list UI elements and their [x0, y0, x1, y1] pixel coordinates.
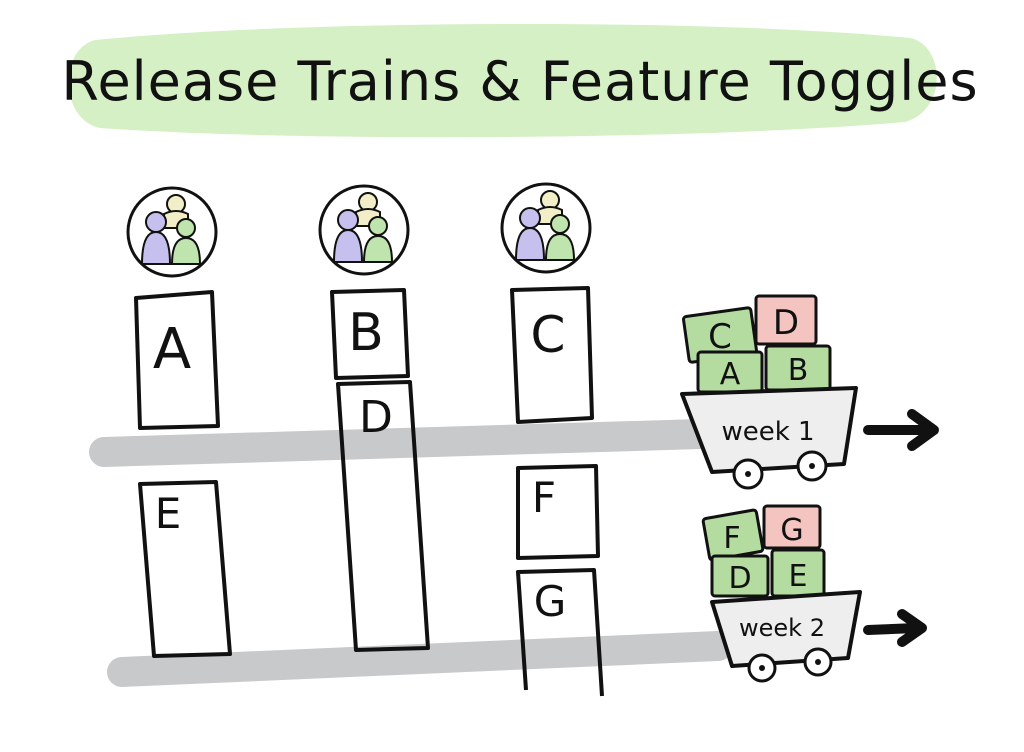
crate-b: B [766, 346, 830, 390]
train-week-1: C D A B week 1 [682, 296, 934, 488]
feature-a: A [136, 292, 218, 428]
wagon-week-1-label: week 1 [721, 417, 814, 447]
arrow-right-icon [868, 414, 934, 446]
feature-d: D [338, 382, 428, 650]
crate-f: F [703, 510, 763, 561]
train-week-2: F G D E week 2 [703, 506, 922, 681]
team-1-icon [128, 188, 216, 276]
crate-e-label: E [789, 559, 808, 594]
crate-a-label: A [720, 357, 741, 392]
feature-b: B [332, 290, 408, 378]
crate-e: E [772, 550, 824, 596]
team-icons [128, 184, 590, 276]
feature-e: E [140, 482, 230, 656]
team-3-icon [502, 184, 590, 272]
crate-a: A [698, 352, 762, 392]
page-title: Release Trains & Feature Toggles [61, 50, 978, 113]
crate-d-week2: D [712, 556, 768, 596]
feature-f: F [518, 466, 598, 558]
feature-g-label: G [534, 577, 567, 626]
feature-c-label: C [531, 306, 566, 364]
crate-g-label: G [780, 513, 803, 548]
arrow-right-icon [868, 614, 922, 642]
crate-d-week1: D [756, 296, 816, 344]
title-banner: Release Trains & Feature Toggles [61, 24, 978, 137]
feature-f-label: F [532, 473, 556, 522]
feature-b-label: B [348, 303, 384, 363]
team-2-icon [320, 186, 408, 274]
crate-b-label: B [788, 353, 809, 388]
crate-d-week1-label: D [773, 303, 799, 343]
feature-c: C [512, 288, 592, 422]
feature-e-label: E [155, 489, 182, 538]
crate-g: G [764, 506, 820, 548]
feature-a-label: A [153, 317, 191, 382]
feature-boxes: A B D C E F G [136, 288, 602, 696]
track-week-1 [104, 434, 700, 452]
crate-f-label: F [723, 521, 740, 556]
crate-d-week2-label: D [728, 561, 751, 596]
wagon-week-2-label: week 2 [739, 614, 825, 642]
feature-g: G [518, 570, 602, 696]
feature-d-label: D [359, 392, 393, 443]
